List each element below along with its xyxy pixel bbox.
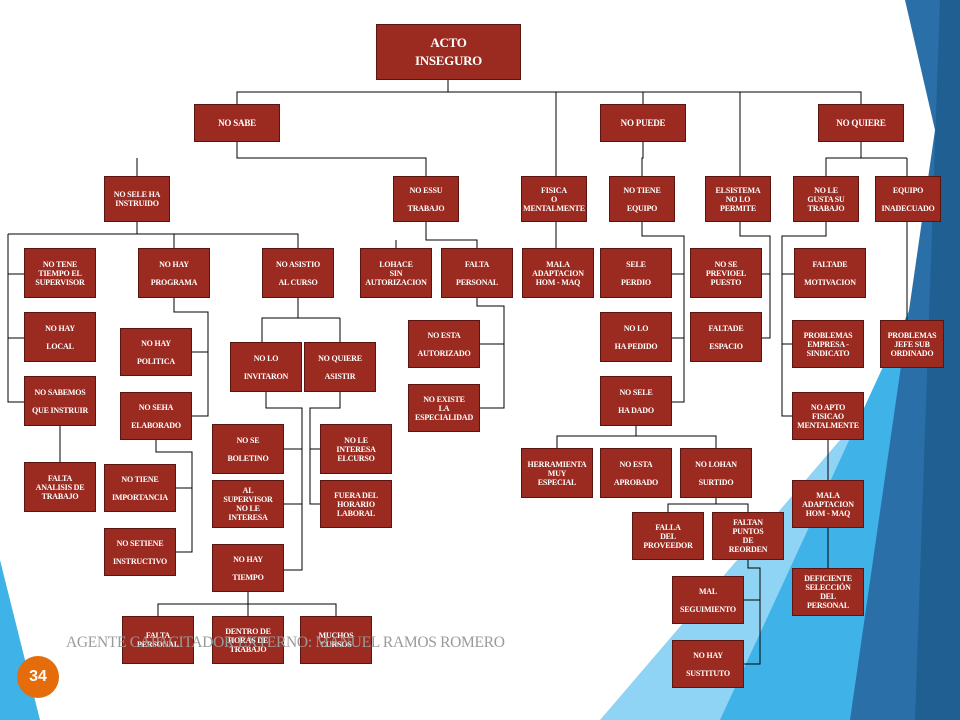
node-se-le-ha-dado: NO SELE HA DADO — [600, 376, 672, 426]
connector-line — [425, 222, 478, 248]
connector-line — [716, 503, 749, 512]
connector-line — [173, 298, 209, 417]
node-no-le-gusta: NO LE GUSTA SU TRABAJO — [793, 176, 859, 222]
node-no-le-interesa-curso: NO LE INTERESA ELCURSO — [320, 424, 392, 474]
node-falta-espacio: FALTADE ESPACIO — [690, 312, 762, 362]
node-no-tiene-importancia: NO TIENE IMPORTANCIA — [104, 464, 176, 512]
node-no-sabemos: NO SABEMOS QUE INSTRUIR — [24, 376, 96, 426]
node-no-existe-especialidad: NO EXISTE LA ESPECIALIDAD — [408, 384, 480, 432]
connector-line — [636, 435, 717, 448]
node-no-lo-han-surtido: NO LOHAN SURTIDO — [680, 448, 752, 498]
connector-line — [309, 392, 341, 505]
connector-line — [155, 440, 193, 553]
footer-author-text: AGENTE CAPACITADOR EXTERNO: MANUEL RAMOS… — [66, 634, 505, 651]
node-no-sabe: NO SABE — [194, 104, 280, 142]
node-falla-proveedor: FALLA DEL PROVEEDOR — [632, 512, 704, 560]
node-no-hay-sustituto: NO HAY SUSTITUTO — [672, 640, 744, 688]
node-no-quiere-asistir: NO QUIERE ASISTIR — [304, 342, 376, 392]
connector-line — [667, 498, 717, 512]
node-supervisor-no-interesa: AL SUPERVISOR NO LE INTERESA — [212, 480, 284, 528]
connector-line — [641, 222, 685, 403]
node-no-esta-autorizado: NO ESTA AUTORIZADO — [408, 320, 480, 368]
node-problemas-empresa: PROBLEMAS EMPRESA - SINDICATO — [792, 320, 864, 368]
page-number-badge: 34 — [17, 656, 59, 698]
node-no-hay-tiempo: NO HAY TIEMPO — [212, 544, 284, 592]
node-no-esta-aprobado: NO ESTA APROBADO — [600, 448, 672, 498]
node-mal-seguimiento: MAL SEGUIMIENTO — [672, 576, 744, 624]
connector-line — [641, 142, 644, 176]
node-no-es-su-trabajo: NO ESSU TRABAJO — [393, 176, 459, 222]
node-equipo-inadecuado: EQUIPO INADECUADO — [875, 176, 941, 222]
node-faltan-puntos: FALTAN PUNTOS DE REORDEN — [712, 512, 784, 560]
node-no-asistio: NO ASISTIO AL CURSO — [262, 248, 334, 298]
node-falta-personal-1: FALTA PERSONAL — [441, 248, 513, 298]
connector-line — [556, 426, 637, 448]
node-fisica-mentalmente: FISICA O MENTALMENTE — [521, 176, 587, 222]
node-no-hay-politica: NO HAY POLITICA — [120, 328, 192, 376]
connector-line — [476, 298, 505, 409]
node-no-se-tiene-instructivo: NO SETIENE INSTRUCTIVO — [104, 528, 176, 576]
node-falta-analisis: FALTA ANALISIS DE TRABAJO — [24, 462, 96, 512]
node-dentro-horas: DENTRO DE HORAS DE TRABAJO — [212, 616, 284, 664]
connector-line — [236, 91, 862, 104]
node-no-puede: NO PUEDE — [600, 104, 686, 142]
connector-line — [825, 142, 862, 176]
node-mala-adaptacion-2: MALA ADAPTACION HOM - MAQ — [792, 480, 864, 528]
node-herramienta-especial: HERRAMIENTA MUY ESPECIAL — [521, 448, 593, 498]
node-no-se-le-ha-instruido: NO SELE HA INSTRUIDO — [104, 176, 170, 222]
node-fuera-horario: FUERA DEL HORARIO LABORAL — [320, 480, 392, 528]
node-mala-adaptacion-1: MALA ADAPTACION HOM - MAQ — [522, 248, 594, 298]
node-no-lo-invitaron: NO LO INVITARON — [230, 342, 302, 392]
node-no-hay-local: NO HAY LOCAL — [24, 312, 96, 362]
node-problemas-jefe: PROBLEMAS JEFE SUB ORDINADO — [880, 320, 944, 368]
node-se-le-perdio: SELE PERDIO — [600, 248, 672, 298]
node-deficiente-seleccion: DEFICIENTE SELECCIÓN DEL PERSONAL — [792, 568, 864, 616]
node-no-tiene-tiempo: NO TENE TIEMPO EL SUPERVISOR — [24, 248, 96, 298]
connector-line — [248, 603, 337, 616]
node-lo-hace-sin: LOHACE SIN AUTORIZACION — [360, 248, 432, 298]
node-no-se-boletino: NO SE BOLETINO — [212, 424, 284, 474]
connector-line — [136, 222, 299, 248]
node-falta-personal-2: FALTA PERSONAL — [122, 616, 194, 664]
node-no-quiere: NO QUIERE — [818, 104, 904, 142]
node-muchos-cursos: MUCHOS CURSOS — [300, 616, 372, 664]
connector-line — [781, 222, 827, 417]
node-no-se-ha-elaborado: NO SEHA ELABORADO — [120, 392, 192, 440]
node-no-hay-programa: NO HAY PROGRAMA — [138, 248, 210, 298]
connector-line — [7, 234, 24, 403]
connector-line — [739, 222, 771, 339]
node-no-se-preveo: NO SE PREVIOEL PUESTO — [690, 248, 762, 298]
connector-line — [744, 560, 761, 665]
connector-line — [236, 142, 427, 176]
connector-line — [265, 392, 303, 571]
node-no-apto: NO APTO FISICAO MENTALMENTE — [792, 392, 864, 440]
node-no-lo-ha-pedido: NO LO HA PEDIDO — [600, 312, 672, 362]
connector-line — [157, 592, 249, 616]
node-root: ACTO INSEGURO — [376, 24, 521, 80]
node-no-tiene-equipo: NO TIENE EQUIPO — [609, 176, 675, 222]
node-el-sistema: ELSISTEMA NO LO PERMITE — [705, 176, 771, 222]
connector-line — [261, 298, 299, 342]
node-falta-motivacion: FALTADE MOTIVACION — [794, 248, 866, 298]
